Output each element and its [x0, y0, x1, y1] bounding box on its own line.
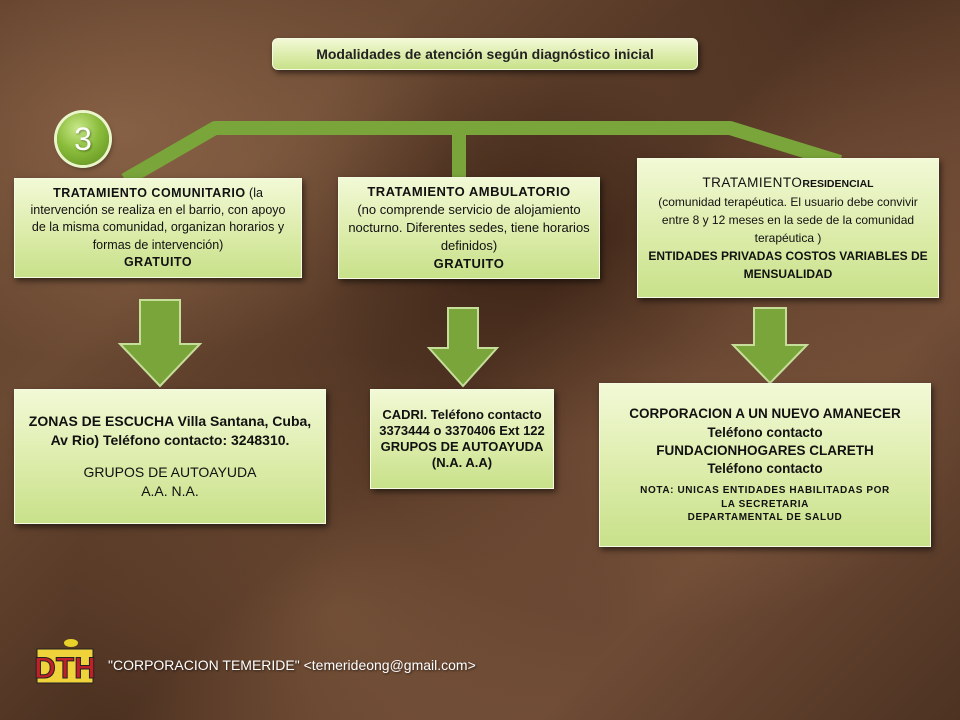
logo-letters: DTH: [34, 652, 96, 685]
treatment-heading: TRATAMIENTO: [702, 174, 803, 190]
service-entity-1-phone: Teléfono contacto: [707, 424, 823, 440]
branch-connector: [121, 121, 843, 187]
treatment-cost: GRATUITO: [123, 254, 193, 269]
treatment-description: (comunidad terapéutica. El usuario debe …: [658, 195, 918, 246]
service-groups-label: GRUPOS DE AUTOAYUDA: [83, 463, 257, 480]
footer-contact: "CORPORACION TEMERIDE" <temerideong@gmai…: [108, 657, 476, 673]
treatment-box-ambulatorio: TRATAMIENTO AMBULATORIO (no comprende se…: [338, 177, 600, 279]
service-text: CADRI. Teléfono contacto 3373444 o 33704…: [379, 406, 545, 471]
service-note-line: LA SECRETARIA: [721, 498, 809, 510]
down-arrow-2: [426, 307, 500, 388]
treatment-heading: TRATAMIENTO COMUNITARIO: [53, 185, 246, 200]
service-note-line: DEPARTAMENTAL DE SALUD: [687, 512, 843, 524]
service-details: Villa Santana, Cuba, Av Rio) Teléfono co…: [50, 412, 312, 449]
treatment-cost: GRATUITO: [433, 255, 505, 271]
treatment-description: (no comprende servicio de alojamiento no…: [348, 202, 590, 253]
treatment-box-residencial: TRATAMIENTORESIDENCIAL (comunidad terapé…: [637, 158, 939, 298]
service-heading: ZONAS DE ESCUCHA: [28, 412, 174, 429]
service-box-zonas-escucha: ZONAS DE ESCUCHA Villa Santana, Cuba, Av…: [14, 389, 326, 524]
step-number-badge: 3: [57, 113, 109, 165]
treatment-box-comunitario: TRATAMIENTO COMUNITARIO (la intervención…: [14, 178, 302, 278]
service-note: NOTA: UNICAS ENTIDADES HABILITADAS POR L…: [608, 484, 922, 525]
service-box-cadri: CADRI. Teléfono contacto 3373444 o 33704…: [370, 389, 554, 489]
service-note-line: NOTA: UNICAS ENTIDADES HABILITADAS POR: [640, 485, 890, 497]
down-arrow-3: [730, 307, 810, 385]
service-entity-2-phone: Teléfono contacto: [707, 460, 823, 476]
down-arrow-1: [117, 299, 203, 388]
service-entity-2: FUNDACIONHOGARES CLARETH: [656, 442, 874, 458]
treatment-cost: ENTIDADES PRIVADAS COSTOS VARIABLES DE M…: [648, 249, 928, 282]
corporation-logo: DTH: [34, 639, 96, 686]
treatment-description: (la intervención se realiza en el barrio…: [30, 185, 286, 252]
service-box-residencial: CORPORACION A UN NUEVO AMANECER Teléfono…: [599, 383, 931, 547]
treatment-text: TRATAMIENTO COMUNITARIO (la intervención…: [23, 185, 293, 254]
service-entity-1: CORPORACION A UN NUEVO AMANECER: [629, 406, 901, 422]
treatment-heading: TRATAMIENTO AMBULATORIO: [367, 184, 571, 200]
page-title-text: Modalidades de atención según diagnóstic…: [316, 46, 654, 62]
step-number: 3: [74, 120, 92, 157]
page-title: Modalidades de atención según diagnóstic…: [272, 38, 698, 70]
treatment-heading-suffix: RESIDENCIAL: [802, 177, 874, 190]
service-groups-names: A.A. N.A.: [141, 482, 199, 499]
